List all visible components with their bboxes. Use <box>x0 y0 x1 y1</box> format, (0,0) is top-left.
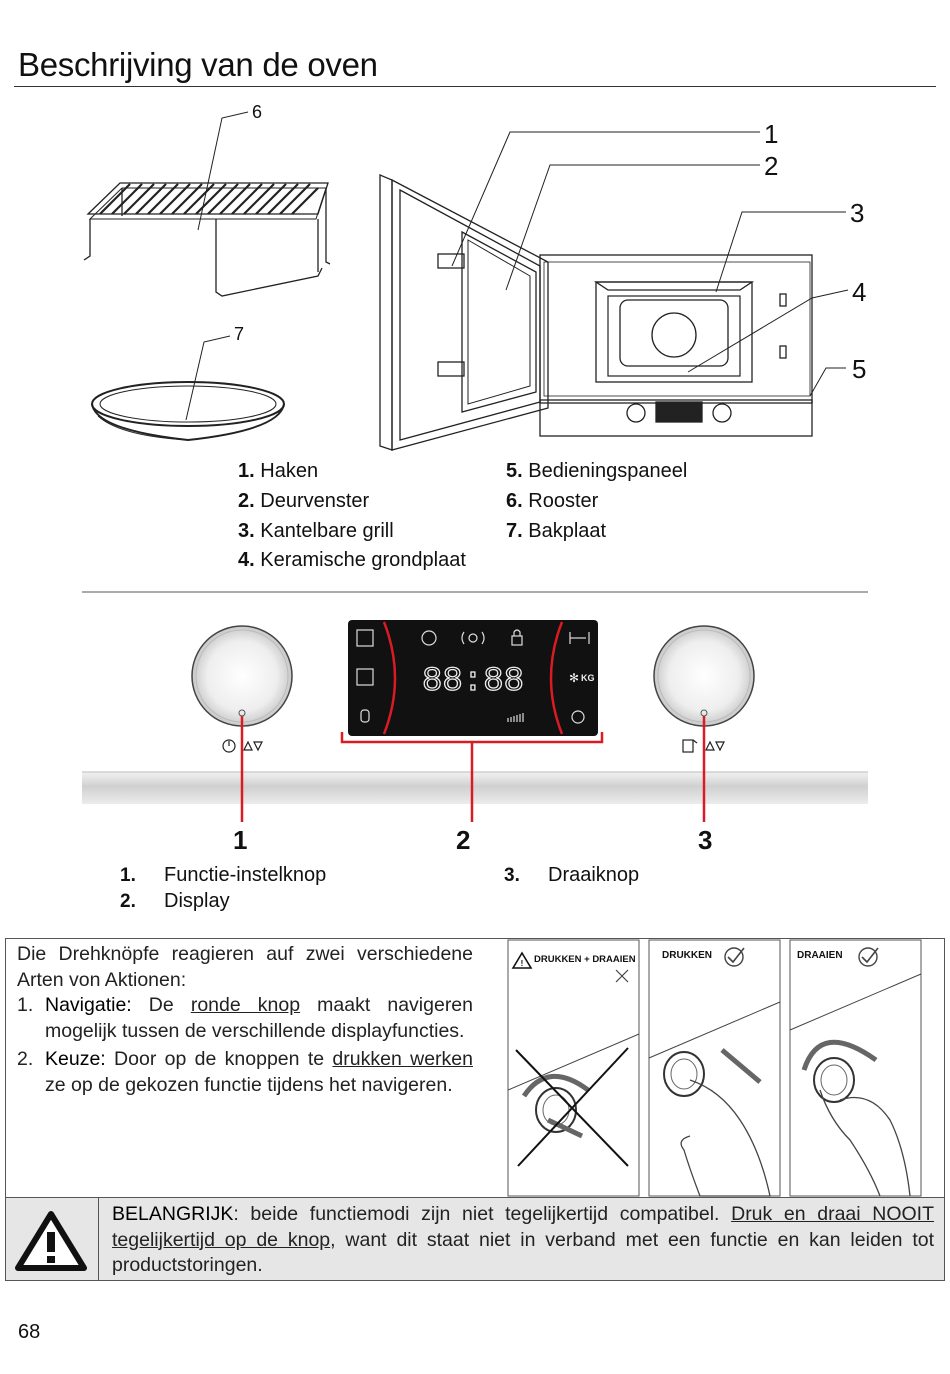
oven-door-drawing <box>379 174 549 451</box>
defrost-kg-icon: ✻ <box>569 671 579 685</box>
control-legend-1: 1.Functie-instelknop <box>120 864 327 886</box>
warning-icon <box>511 951 533 969</box>
legend-item-3: 3. Kantelbare grill <box>238 520 394 542</box>
callout-1: 1 <box>764 119 778 149</box>
oven-body-drawing <box>539 254 813 437</box>
legend-item-4: 4. Keramische grondplaat <box>238 549 466 571</box>
callout-4: 4 <box>852 277 866 307</box>
page-title: Beschrijving van de oven <box>18 46 378 83</box>
panel-turn: DRAAIEN <box>789 939 922 1197</box>
info-box-text: Die Drehknöpfe reagieren auf zwei versch… <box>17 942 473 1098</box>
info-item-2: 2.Keuze: Door op de knoppen te drukken w… <box>17 1048 473 1096</box>
callout-knob-3: 3 <box>698 825 712 855</box>
power-arrows-icon <box>222 739 263 753</box>
page-number: 68 <box>18 1321 41 1343</box>
legend-item-1: 1. Haken <box>238 460 319 482</box>
panel-press-and-turn: ! DRUKKEN + DRAAIEN <box>507 939 640 1197</box>
x-icon <box>615 969 629 983</box>
panel-label-press: DRUKKEN <box>662 950 712 961</box>
warning-divider <box>98 1197 99 1281</box>
panel-label-turn: DRAAIEN <box>797 950 843 961</box>
rack-drawing <box>83 182 331 297</box>
callout-6: 6 <box>252 102 262 122</box>
function-knob <box>191 625 293 727</box>
rotary-knob <box>653 625 755 727</box>
oven-illustration: 6 7 1 2 3 4 5 <box>83 102 866 451</box>
warning-box <box>5 1197 945 1281</box>
display-panel: 88:88 ✻ KG <box>348 620 598 736</box>
svg-text:!: ! <box>521 959 524 968</box>
legend-item-6: 6. Rooster <box>506 490 599 512</box>
kg-label: KG <box>581 673 595 683</box>
legend-item-2: 2. Deurvenster <box>238 490 370 512</box>
callout-5: 5 <box>852 354 866 384</box>
check-icon <box>858 947 878 967</box>
door-arrows-icon <box>682 739 725 753</box>
warning-triangle-icon <box>15 1211 87 1271</box>
control-legend-2: 2.Display <box>120 890 230 912</box>
title-rule <box>14 86 936 87</box>
callout-knob-1: 1 <box>233 825 247 855</box>
callout-display-2: 2 <box>456 825 470 855</box>
info-intro: Die Drehknöpfe reagieren auf zwei versch… <box>17 943 473 991</box>
panel-label-press-turn: DRUKKEN + DRAAIEN <box>534 954 636 965</box>
control-panel-illustration: 88:88 ✻ KG 1 2 3 <box>82 591 868 855</box>
legend-item-7: 7. Bakplaat <box>506 520 607 542</box>
legend-item-5: 5. Bedieningspaneel <box>506 460 688 482</box>
callout-7: 7 <box>234 324 244 344</box>
info-item-1: 1.Navigatie: De ronde knop maakt naviger… <box>17 994 473 1042</box>
tray-drawing <box>91 381 285 442</box>
warning-text: BELANGRIJK: beide functiemodi zijn niet … <box>112 1203 935 1276</box>
callout-3: 3 <box>850 198 864 228</box>
check-icon <box>724 947 744 967</box>
panel-press: DRUKKEN <box>648 939 781 1197</box>
callout-2: 2 <box>764 151 778 181</box>
knob-instruction-panels: ! DRUKKEN + DRAAIEN DRUKKEN DRAAIEN <box>507 939 922 1197</box>
display-time: 88:88 <box>422 663 524 701</box>
control-legend-3: 3.Draaiknop <box>504 864 640 886</box>
